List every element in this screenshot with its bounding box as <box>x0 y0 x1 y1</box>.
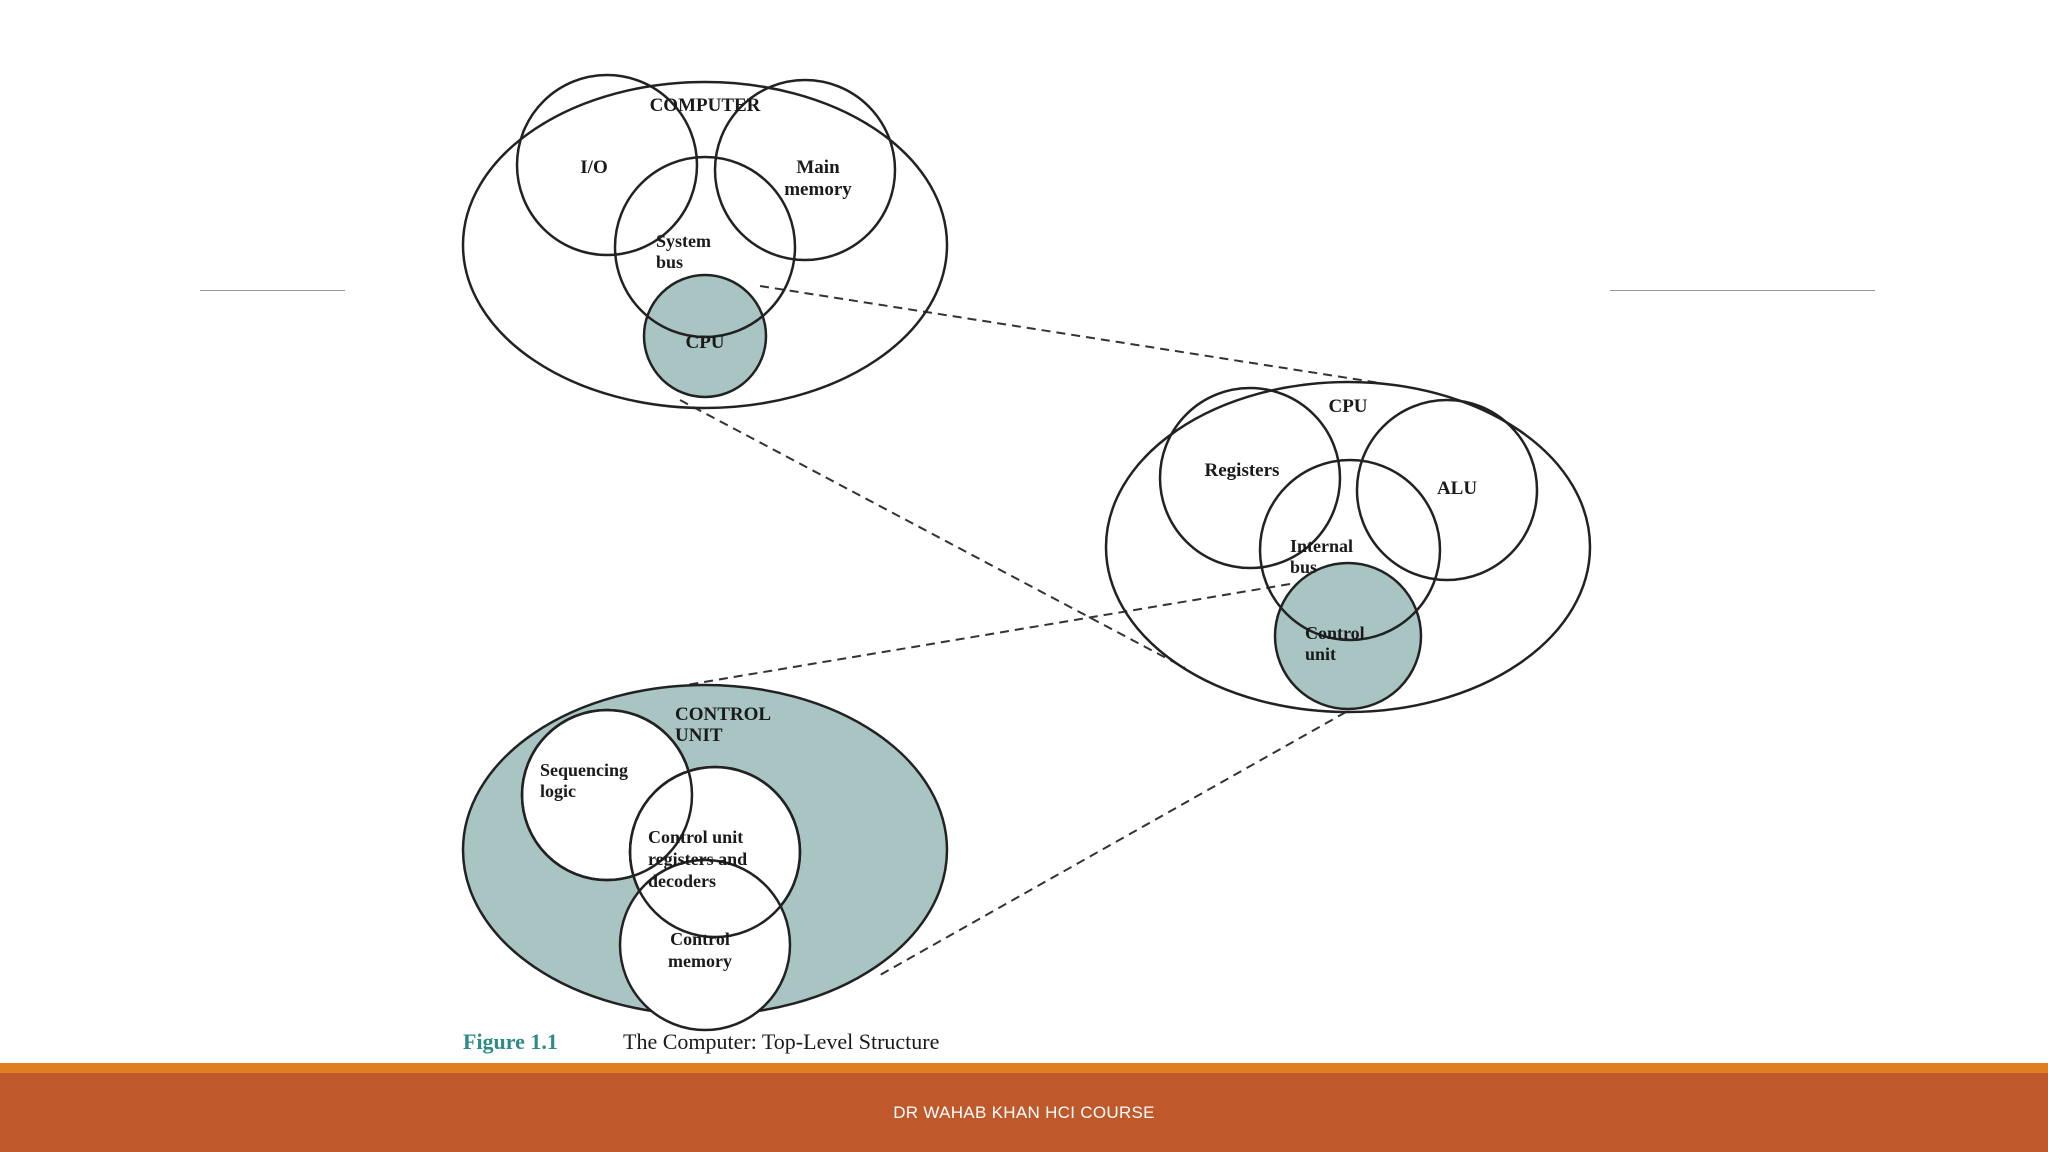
control-unit-circle <box>1273 561 1423 711</box>
decorative-line-left <box>200 290 345 291</box>
sequencing-logic-outline <box>520 708 694 882</box>
figure-caption-label: Figure 1.1 <box>463 1029 558 1054</box>
internal-bus-label-2: bus <box>1290 557 1317 577</box>
cu-registers-outline <box>628 765 802 939</box>
control-unit-outlines <box>520 708 802 939</box>
connector-cu-top <box>679 583 1291 687</box>
control-unit-label-1: Control <box>1305 623 1365 643</box>
cpu-group <box>1104 380 1592 714</box>
control-memory-circle <box>618 858 792 1032</box>
control-unit-title-2: UNIT <box>675 725 723 746</box>
control-memory-label-2: memory <box>668 951 732 971</box>
internal-bus-circle <box>1258 458 1442 642</box>
footer: DR WAHAB KHAN HCI COURSE <box>0 1073 2048 1152</box>
io-label: I/O <box>580 157 607 178</box>
main-memory-label-1: Main <box>796 157 840 178</box>
connector-cu-bottom <box>879 689 1386 976</box>
cpu-outer-circle <box>1104 380 1592 714</box>
main-memory-circle <box>713 78 897 262</box>
cu-registers-label-2: registers and <box>648 849 747 869</box>
sequencing-logic-label-2: logic <box>540 781 576 801</box>
system-bus-label-2: bus <box>656 252 683 272</box>
cpu-label: CPU <box>685 332 724 353</box>
figure-caption-text: The Computer: Top-Level Structure <box>623 1029 939 1054</box>
footer-accent-stripe <box>0 1063 2048 1073</box>
alu-circle <box>1355 398 1539 582</box>
cu-registers-label-3: decoders <box>648 871 716 891</box>
system-bus-circle <box>613 155 797 339</box>
connector-cpu-bottom <box>679 399 1186 669</box>
control-unit-label-2: unit <box>1305 644 1336 664</box>
control-unit-group <box>461 683 949 1032</box>
main-memory-label-2: memory <box>784 179 852 200</box>
system-bus-label-1: System <box>656 231 711 251</box>
decorative-line-right <box>1610 290 1875 291</box>
io-circle <box>515 73 699 257</box>
cu-registers-label-1: Control unit <box>648 827 743 847</box>
control-memory-label-1: Control <box>670 929 730 949</box>
sequencing-logic-label-1: Sequencing <box>540 760 628 780</box>
connector-cpu-top <box>759 285 1381 384</box>
zoom-connectors <box>679 285 1386 976</box>
control-unit-title-1: CONTROL <box>675 704 771 725</box>
computer-group <box>461 73 949 410</box>
internal-bus-label-1: Internal <box>1290 536 1353 556</box>
registers-circle <box>1158 386 1342 570</box>
registers-label: Registers <box>1205 460 1280 481</box>
footer-text: DR WAHAB KHAN HCI COURSE <box>893 1102 1155 1122</box>
computer-title: COMPUTER <box>650 95 761 116</box>
alu-label: ALU <box>1437 478 1477 499</box>
computer-outer-circle <box>461 80 949 410</box>
cpu-title: CPU <box>1328 396 1367 417</box>
